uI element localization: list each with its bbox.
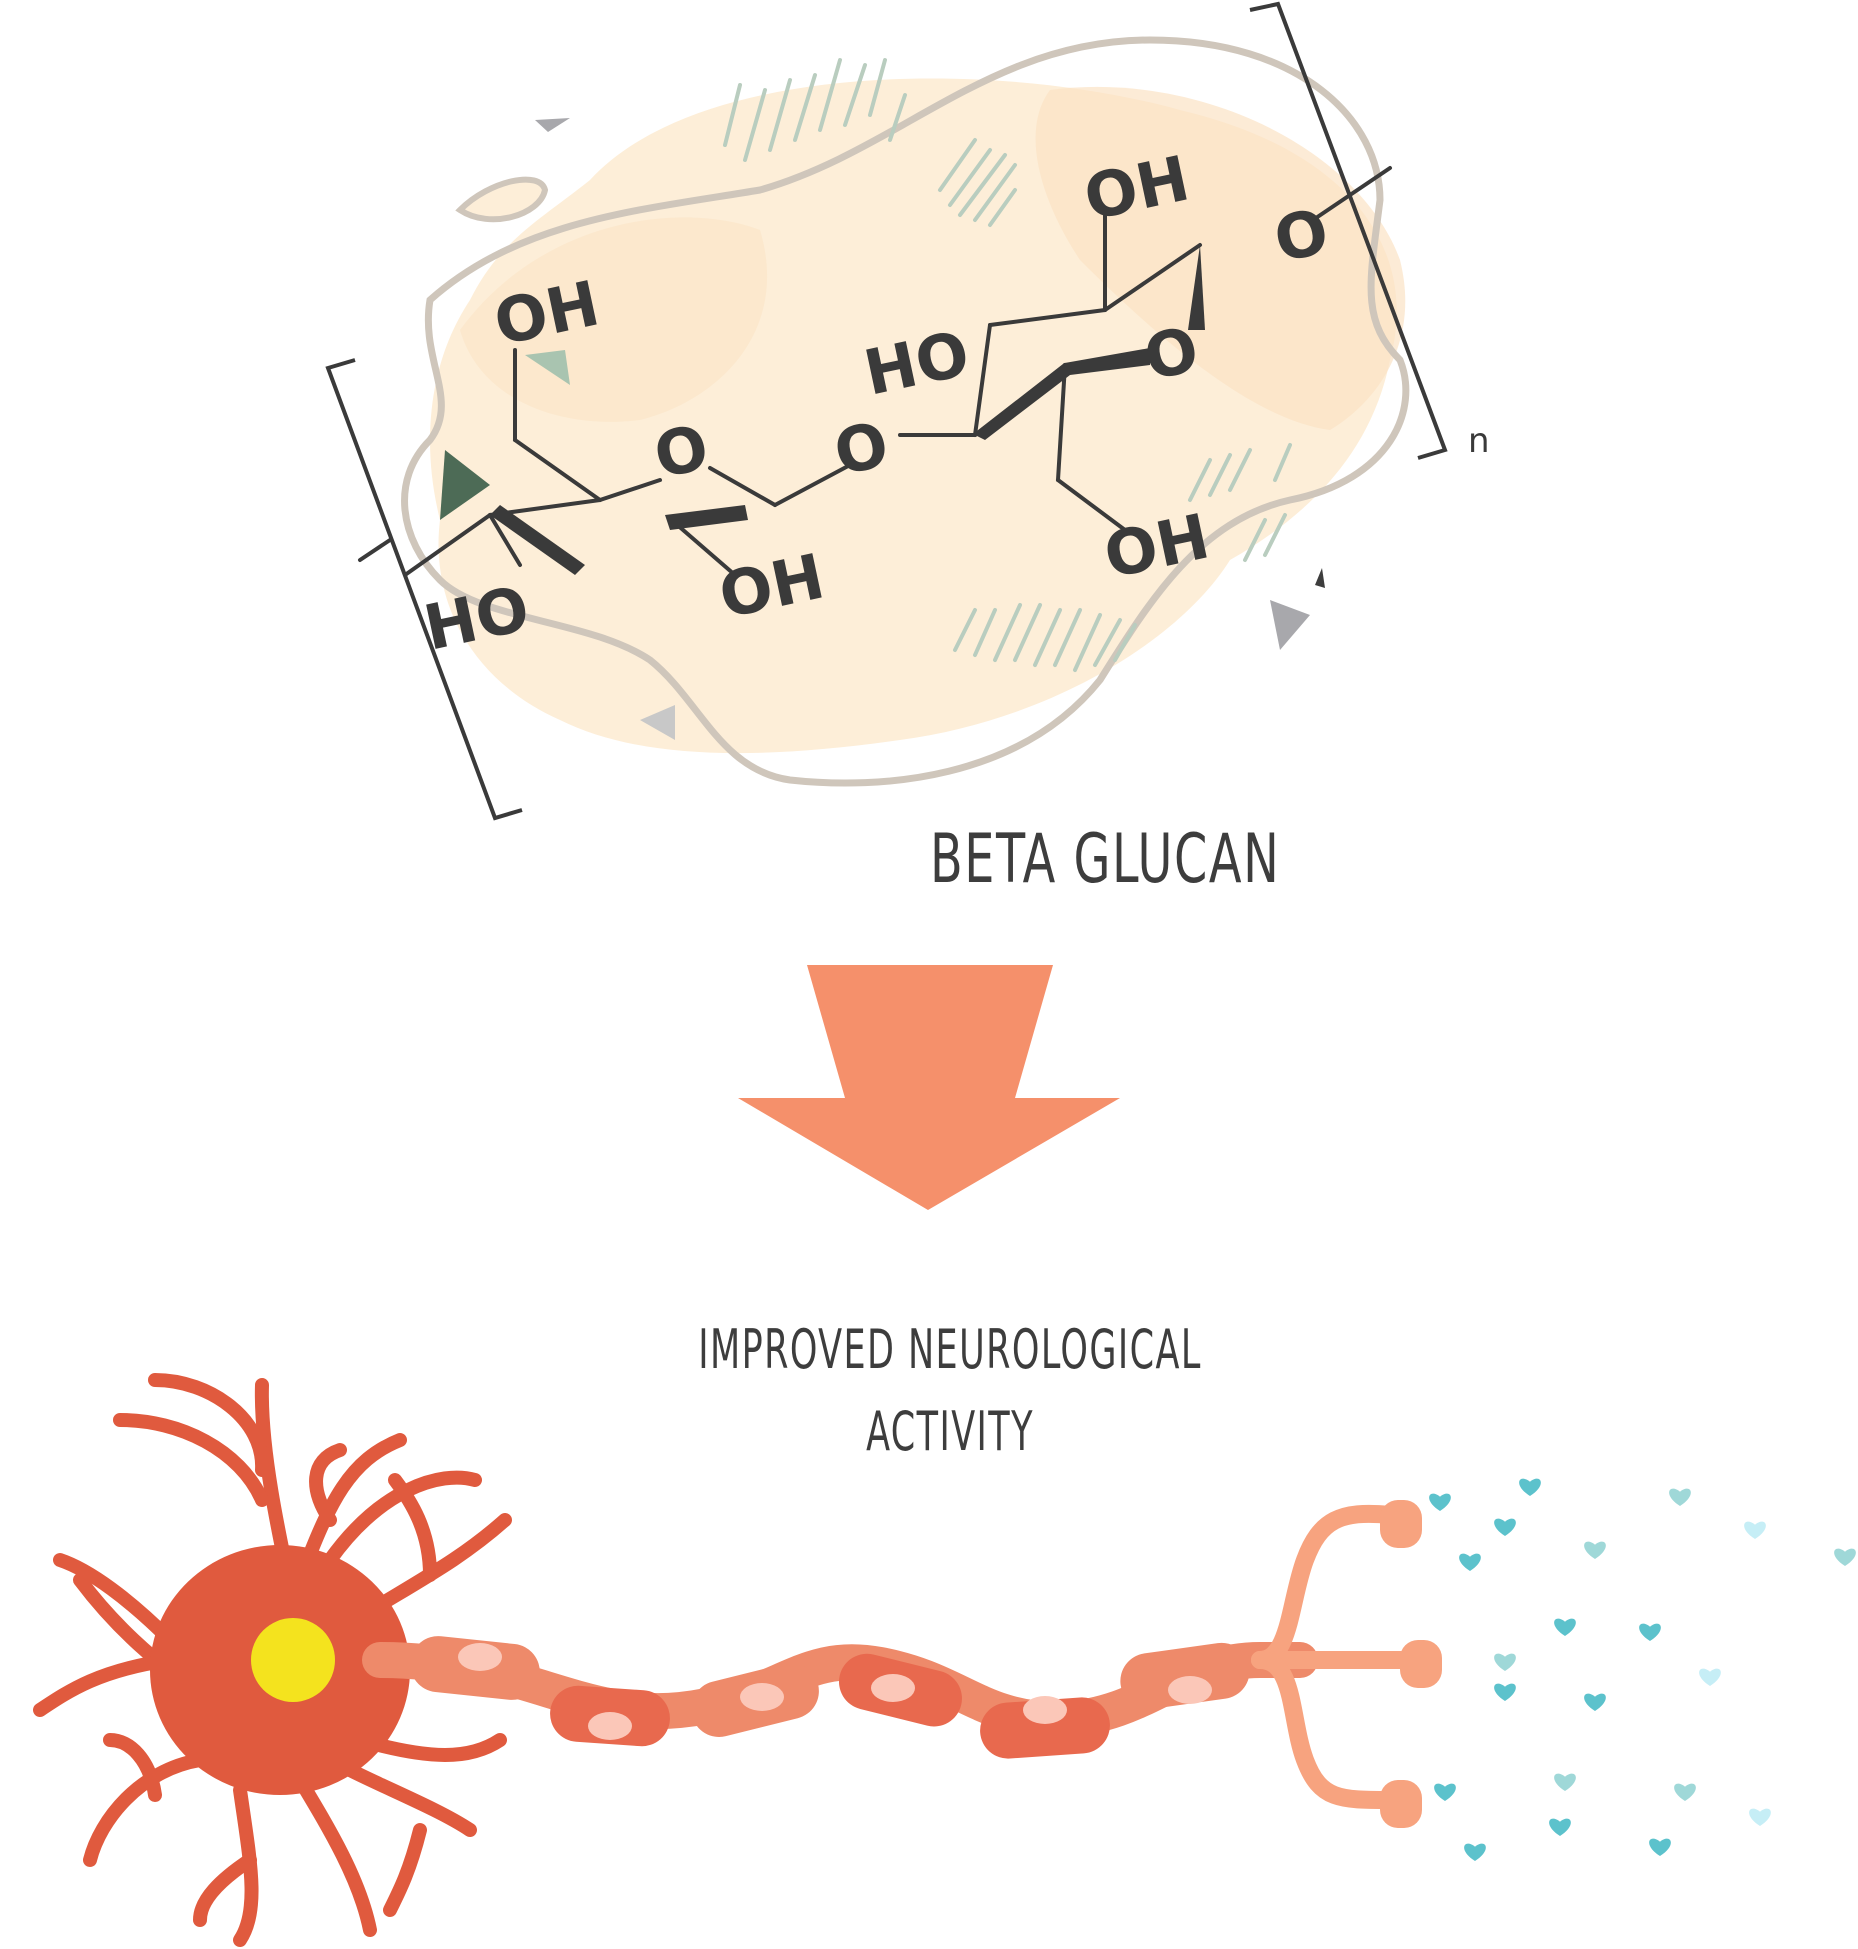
background-blob: [430, 78, 1406, 754]
wedge-bonds: [490, 245, 1205, 575]
decor-leaf: [455, 176, 549, 223]
molecule-name: BETA GLUCAN: [930, 820, 1281, 899]
effect-line-2: ACTIVITY: [866, 1400, 1034, 1463]
repeat-brackets: [325, 1, 1448, 821]
repeat-subscript: n: [1468, 421, 1490, 461]
effect-line-1: IMPROVED NEUROLOGICAL: [698, 1318, 1202, 1381]
outline-loop: [401, 36, 1410, 787]
decor-triangles: [440, 118, 1325, 740]
hatch-marks: [723, 58, 1292, 672]
